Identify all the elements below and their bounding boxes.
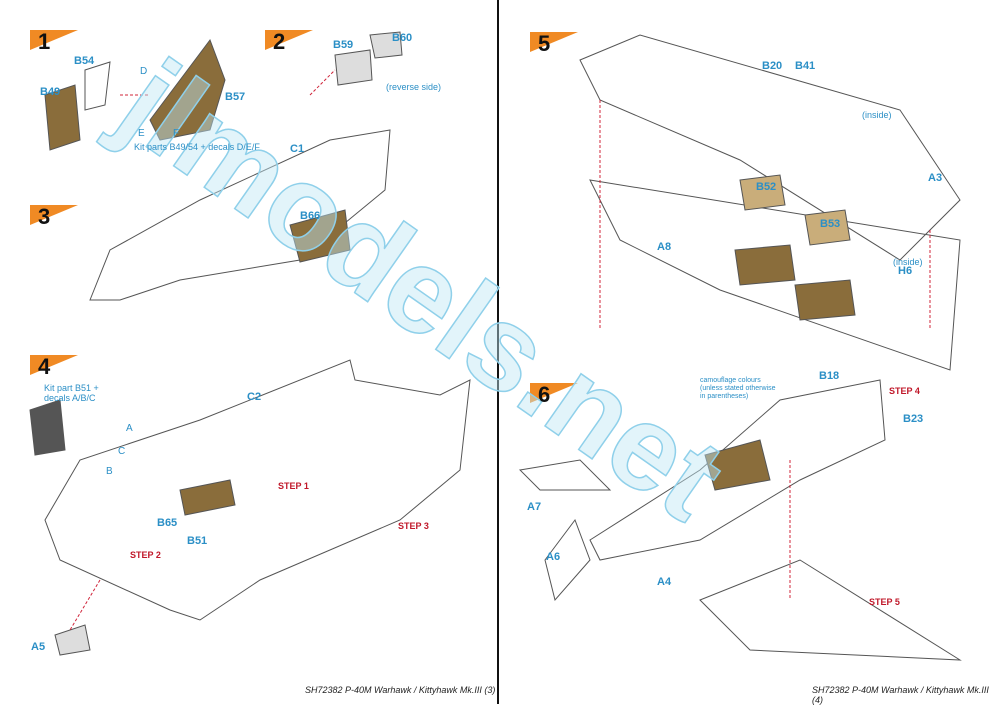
part-b60 [369, 31, 403, 59]
seat-assembled [149, 38, 226, 141]
step4-note-2: decals A/B/C [44, 393, 96, 403]
step-2-badge: 2 [273, 29, 286, 54]
cover-b53 [804, 209, 851, 246]
stabilizer-a6 [544, 518, 591, 602]
panel-b65 [179, 479, 236, 516]
step-badges [30, 30, 578, 403]
step-5-badge: 5 [538, 31, 551, 56]
label-b23: B23 [903, 413, 924, 425]
reverse-side-note: (reverse side) [386, 82, 442, 92]
step-2-ref: STEP 2 [130, 550, 161, 560]
wheel-well-2 [794, 279, 856, 321]
inside-note-1: (inside) [862, 110, 892, 120]
step1-note: Kit parts B49/54 + decals D/E/F [134, 142, 260, 152]
cover-b52 [739, 174, 786, 211]
fuselage-step6 [589, 379, 886, 561]
step-5-ref: STEP 5 [869, 597, 900, 607]
label-decal-b: B [106, 466, 113, 477]
label-b52: B52 [756, 181, 777, 193]
label-a5: A5 [31, 641, 46, 653]
label-b20: B20 [762, 60, 783, 72]
seat-frame-b54 [84, 61, 111, 111]
label-a4: A4 [657, 576, 672, 588]
step-1-badge: 1 [38, 29, 51, 54]
label-b49: B49 [40, 86, 61, 98]
label-b60: B60 [392, 32, 413, 44]
inside-note-2: (inside) [893, 257, 923, 267]
footer-left: SH72382 P-40M Warhawk / Kittyhawk Mk.III… [305, 685, 496, 695]
stabilizer-a7 [518, 459, 612, 491]
seat-b49 [44, 84, 81, 151]
step-3-badge: 3 [38, 204, 51, 229]
label-b57: B57 [225, 91, 246, 103]
page-divider [497, 0, 499, 704]
step-1-ref: STEP 1 [278, 481, 309, 491]
footer-left-text: SH72382 P-40M Warhawk / Kittyhawk Mk.III [305, 685, 482, 695]
step-4-ref: STEP 4 [889, 386, 920, 396]
label-a8: A8 [657, 241, 672, 253]
label-b65: B65 [157, 517, 178, 529]
part-b59 [334, 49, 373, 86]
label-b54: B54 [74, 55, 95, 67]
wing-step6 [699, 559, 962, 661]
page-number-4: 4 [815, 695, 821, 705]
footer-right-text: SH72382 P-40M Warhawk / Kittyhawk Mk.III [812, 685, 989, 695]
label-a6: A6 [546, 551, 561, 563]
seat-b51 [29, 399, 66, 456]
label-decal-a: A [126, 423, 133, 434]
panel-b66 [289, 209, 351, 263]
label-h6: H6 [898, 265, 913, 277]
label-c2: C2 [247, 391, 262, 403]
label-decal-f: F [173, 128, 180, 139]
footer-right: SH72382 P-40M Warhawk / Kittyhawk Mk.III… [812, 685, 989, 705]
page-number-3: 3 [487, 685, 493, 695]
label-b59: B59 [333, 39, 354, 51]
label-decal-d: D [140, 66, 148, 77]
label-a3: A3 [928, 172, 943, 184]
wing-a8 [589, 179, 961, 371]
step-4-badge: 4 [38, 354, 51, 379]
label-c1: C1 [290, 143, 305, 155]
step-6-badge: 6 [538, 382, 551, 407]
label-a7: A7 [527, 501, 542, 513]
label-b41: B41 [795, 60, 816, 72]
label-b51: B51 [187, 535, 208, 547]
fuselage-c1 [89, 129, 391, 301]
label-b18: B18 [819, 370, 840, 382]
label-b53: B53 [820, 218, 841, 230]
label-b66: B66 [300, 210, 321, 222]
wheel-well-1 [734, 244, 796, 286]
step4-note-1: Kit part B51 + [44, 383, 99, 393]
spinner-a5 [54, 624, 91, 656]
step-3-ref: STEP 3 [398, 521, 429, 531]
label-decal-e: E [138, 128, 145, 139]
label-decal-c: C [118, 446, 126, 457]
canopy-camo [704, 439, 771, 491]
fuselage-c2 [44, 359, 471, 621]
camouflage-note: camouflage colours (unless stated otherw… [700, 377, 776, 400]
